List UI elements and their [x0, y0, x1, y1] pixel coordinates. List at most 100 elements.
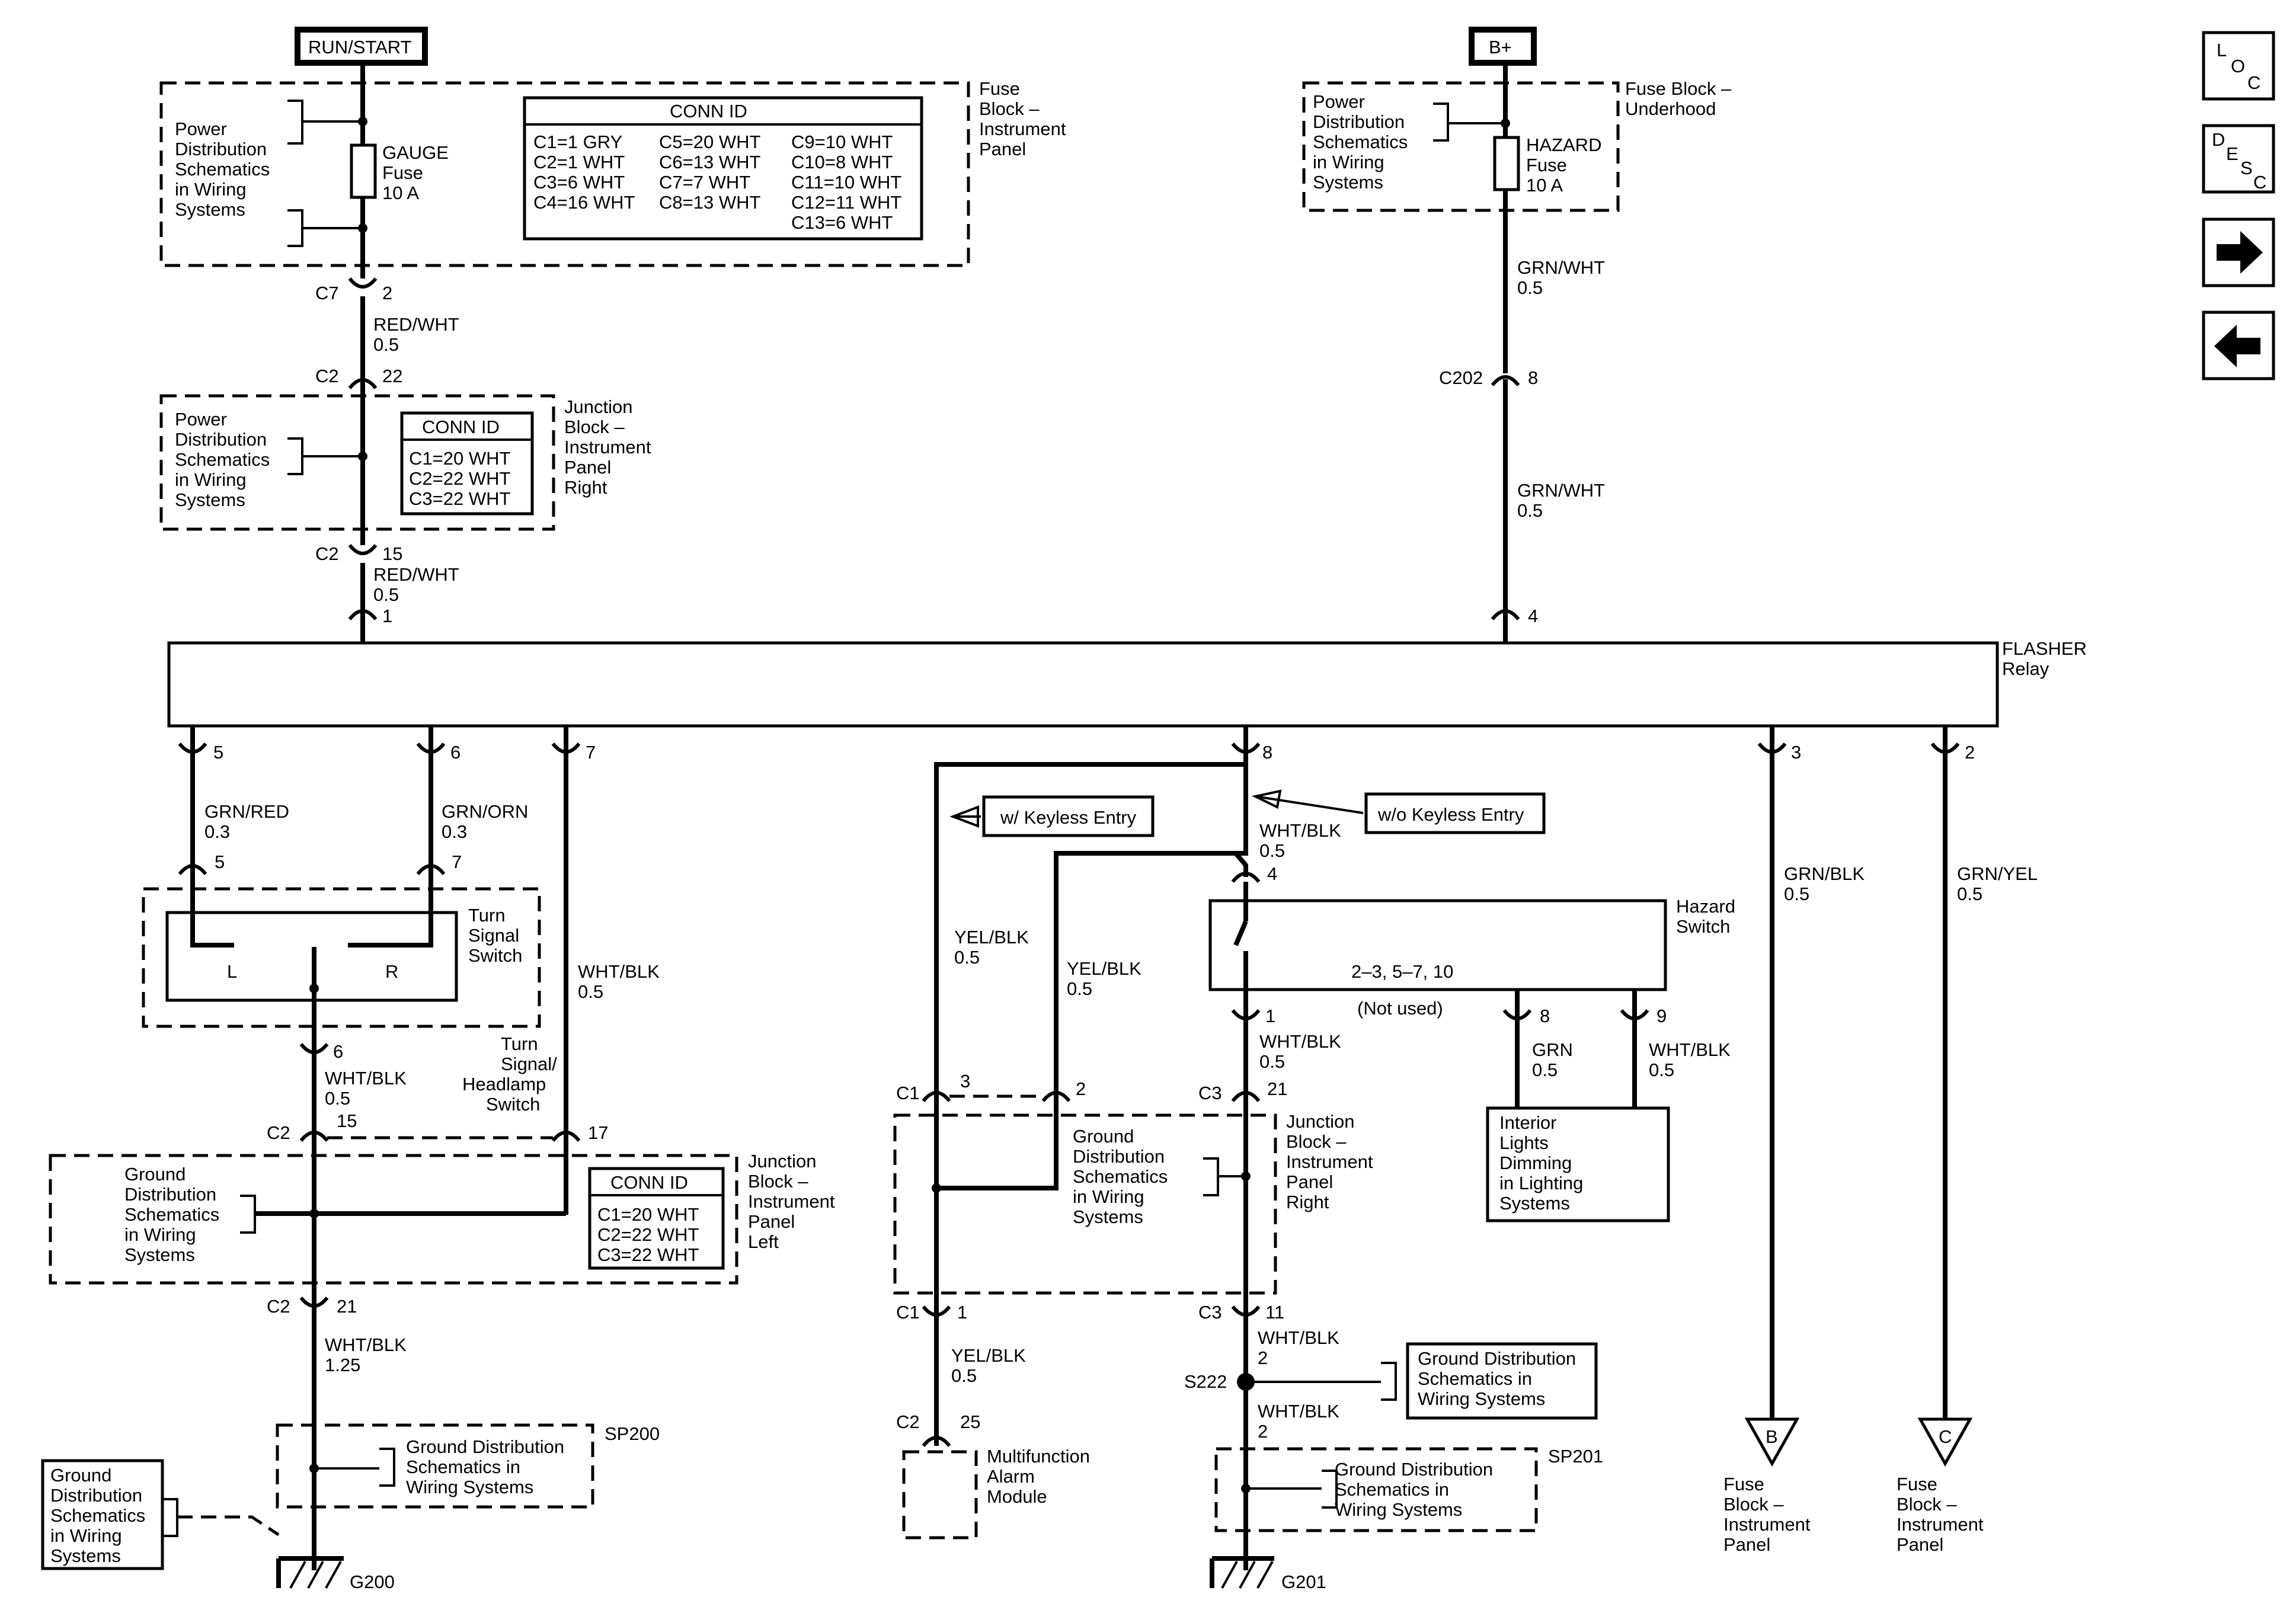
gds-label: Systems [1073, 1206, 1143, 1227]
run-start-source: RUN/START [295, 27, 428, 66]
splice-pack-label: SP200 [605, 1423, 660, 1444]
hazard-switch-label: Switch [1676, 916, 1730, 937]
pds-label: in Wiring [175, 179, 247, 200]
pds-label: Systems [1313, 172, 1383, 193]
wire-label: 0.5 [1784, 884, 1809, 904]
conn-id-entry: C3=6 WHT [533, 172, 625, 193]
gds-label: Systems [50, 1545, 121, 1566]
gds-label: Wiring Systems [406, 1477, 533, 1497]
back-button[interactable] [2202, 311, 2275, 380]
ground-g200-icon [276, 1556, 344, 1589]
pds-label: Power [175, 409, 227, 430]
wire-label: WHT/BLK [1258, 1327, 1339, 1348]
splice-label: S222 [1184, 1371, 1227, 1392]
fuse-block-label: Fuse Block – [1625, 78, 1732, 99]
wire-label: WHT/BLK [325, 1068, 407, 1089]
b-plus-label: B+ [1489, 37, 1512, 57]
conn-id-entry: C3=22 WHT [409, 488, 510, 509]
pds-label: Power [1313, 91, 1365, 112]
wire-label: GRN [1532, 1039, 1573, 1060]
fuse-block-label: Fuse [979, 78, 1020, 99]
connector-label: C2 [896, 1411, 920, 1432]
output-b: 3 GRN/BLK 0.5 B Fuse Block – Instrument … [1723, 726, 1865, 1555]
conn-id-title: CONN ID [610, 1172, 688, 1193]
wire-label: 0.5 [578, 981, 603, 1002]
pin-label: 21 [337, 1296, 357, 1317]
junction-block-label: Panel [564, 457, 611, 478]
wire-label: 0.3 [204, 821, 230, 842]
junction-block-label: Right [1286, 1192, 1329, 1212]
desc-letter: D [2212, 129, 2225, 150]
pin-label: 25 [960, 1411, 980, 1432]
loc-letter: C [2247, 72, 2260, 93]
junction-block-label: Block – [1286, 1131, 1347, 1152]
conn-id-title: CONN ID [670, 101, 747, 121]
pin-label: 6 [450, 742, 461, 763]
fuse-label: 10 A [382, 183, 419, 203]
pin-label: 1 [382, 606, 392, 626]
wire-label: WHT/BLK [1259, 820, 1341, 841]
pin-label: 5 [213, 742, 223, 763]
connector-label: C7 [315, 283, 339, 303]
pin-label: 3 [1791, 742, 1801, 763]
loc-button[interactable]: L O C [2202, 31, 2275, 101]
fuse-block-label: Panel [1897, 1534, 1943, 1555]
alarm-module-label: Multifunction [987, 1446, 1090, 1467]
ground-label: G200 [350, 1571, 395, 1592]
wire-label: 0.5 [1517, 500, 1543, 521]
junction-block-label: Instrument [564, 437, 651, 457]
wire-label: RED/WHT [373, 564, 459, 585]
switch-left-label: L [227, 961, 237, 982]
conn-id-entry: C5=20 WHT [659, 132, 760, 152]
desc-button[interactable]: D E S C [2202, 124, 2275, 194]
connector-label: C2 [315, 543, 339, 564]
wire-label: GRN/RED [204, 801, 289, 822]
fuse-block-label: Panel [1723, 1534, 1770, 1555]
fuse-label: GAUGE [382, 142, 449, 163]
headlamp-switch-label: Switch [486, 1094, 540, 1115]
pds-label: Systems [175, 489, 245, 510]
off-page-b-label: B [1766, 1426, 1778, 1447]
gds-label: Ground Distribution [1418, 1348, 1576, 1369]
pds-label: Distribution [175, 139, 267, 159]
junction-block-label: Block – [564, 417, 625, 437]
pin-label: 21 [1267, 1078, 1287, 1099]
gds-label: Schematics in [406, 1457, 520, 1477]
pin-label: 8 [1540, 1006, 1550, 1026]
gds-label: Systems [124, 1244, 195, 1265]
wire-label: RED/WHT [373, 314, 459, 335]
conn-id-entry: C1=20 WHT [597, 1204, 699, 1225]
pin-label: 1 [1265, 1006, 1275, 1026]
connector-label: C2 [267, 1122, 290, 1143]
junction-block-label: Junction [564, 396, 632, 417]
fuse-label: Fuse [1526, 155, 1567, 175]
fuse-block-label: Instrument [979, 119, 1066, 139]
gds-label: Schematics [124, 1204, 219, 1225]
connector-label: C1 [896, 1083, 920, 1103]
junction-block-label: Instrument [1286, 1151, 1373, 1172]
junction-block-ip-right-top: Junction Block – Instrument Panel Right … [159, 394, 651, 531]
fuse-block-label: Block – [979, 98, 1040, 119]
conn-id-entry: C8=13 WHT [659, 192, 760, 213]
wire-label: 0.5 [325, 1088, 350, 1109]
desc-letter: E [2226, 143, 2239, 164]
right-top-wire: GRN/WHT 0.5 C202 8 GRN/WHT 0.5 4 [1439, 66, 1605, 643]
connector-label: C3 [1198, 1302, 1222, 1323]
turn-signal-section: 5 GRN/RED 0.3 5 6 GRN/ORN 0.3 7 L R Turn… [142, 726, 660, 1570]
pds-label: Schematics [1313, 132, 1408, 152]
wire-label: WHT/BLK [1258, 1401, 1339, 1422]
forward-button[interactable] [2202, 217, 2275, 287]
pds-label: in Wiring [1313, 152, 1384, 172]
gds-label: Schematics in [1418, 1368, 1532, 1389]
wire-label: GRN/WHT [1517, 257, 1605, 278]
wire-label: 2 [1258, 1421, 1268, 1442]
pin-label: 17 [588, 1122, 608, 1143]
gds-label: in Wiring [50, 1525, 122, 1546]
gds-label: in Wiring [1073, 1186, 1144, 1207]
conn-id-entry: C3=22 WHT [597, 1244, 699, 1265]
conn-id-entry: C4=16 WHT [533, 192, 635, 213]
wire-label: GRN/YEL [1957, 863, 2038, 884]
conn-id-entry: C13=6 WHT [791, 212, 893, 233]
wire-label: GRN/WHT [1517, 480, 1605, 501]
